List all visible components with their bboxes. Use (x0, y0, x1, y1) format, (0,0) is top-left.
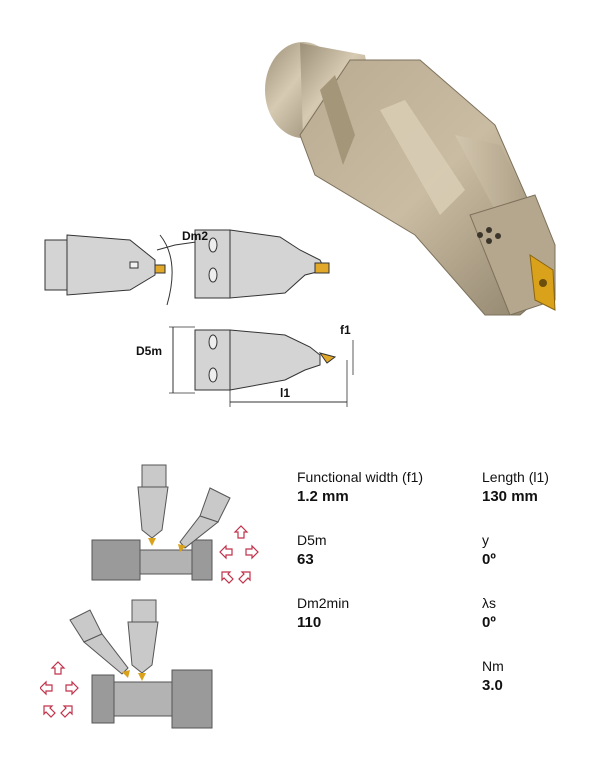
spec-y: y 0º (482, 532, 496, 568)
tool-vertical-lower (127, 599, 159, 681)
side-view-small (44, 234, 173, 306)
spec-value: 63 (297, 551, 314, 568)
spec-label: D5m (297, 532, 327, 548)
spec-functional-width: Functional width (f1) 1.2 mm (297, 469, 423, 505)
spec-value: 0º (482, 614, 496, 631)
spec-value: 0º (482, 551, 496, 568)
spec-label: λs (482, 595, 496, 611)
coolant-hole-icon (477, 232, 483, 238)
top-view (194, 229, 330, 299)
spec-value: 110 (297, 614, 322, 631)
spec-length: Length (l1) 130 mm (482, 469, 549, 505)
spec-label: Nm (482, 658, 504, 674)
feed-direction-arrows-icon (219, 525, 259, 584)
label-dm2: Dm2 (182, 229, 209, 243)
technical-drawing (44, 229, 354, 407)
spec-label: Functional width (f1) (297, 469, 424, 485)
workpiece-lower (91, 669, 213, 729)
spec-nm: Nm 3.0 (482, 658, 504, 694)
tool-render-image (265, 42, 556, 316)
tool-angled-lower (69, 609, 130, 678)
feed-direction-arrows-icon (40, 661, 79, 718)
workpiece-upper (91, 539, 213, 581)
spec-label: y (482, 532, 489, 548)
label-d5m: D5m (136, 344, 163, 358)
label-f1: f1 (340, 323, 351, 337)
spec-label: Length (l1) (482, 469, 549, 485)
application-diagram (40, 464, 259, 729)
spec-lambda-s: λs 0º (482, 595, 496, 631)
label-l1: l1 (280, 386, 291, 400)
spec-d5m: D5m 63 (297, 532, 327, 568)
spec-dm2min: Dm2min 110 (297, 595, 349, 631)
tool-vertical-upper (137, 464, 169, 546)
spec-label: Dm2min (297, 595, 350, 611)
spec-value: 1.2 mm (297, 488, 349, 505)
spec-value: 130 mm (482, 488, 538, 505)
tool-angled-upper (178, 487, 231, 552)
spec-value: 3.0 (482, 677, 503, 694)
dimensioned-view (169, 326, 354, 407)
